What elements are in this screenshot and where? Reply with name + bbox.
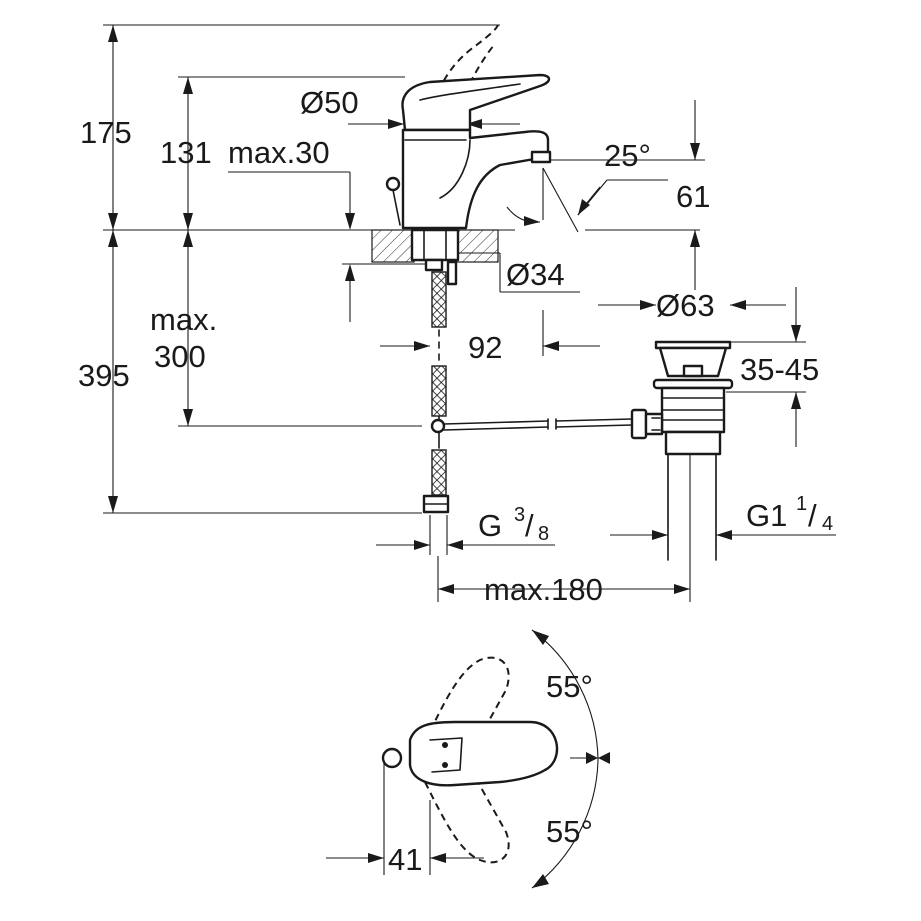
dimension-labels: 175 131 max.30 Ø50 25° 61 Ø34 92 max. 30… <box>78 85 833 877</box>
pop-up-knob <box>385 176 401 192</box>
label-131: 131 <box>160 135 212 170</box>
pop-up-rod <box>430 418 633 434</box>
label-175: 175 <box>80 115 132 150</box>
label-92: 92 <box>468 330 502 365</box>
label-61: 61 <box>676 179 710 214</box>
label-rotation-lower: 55° <box>546 814 593 849</box>
label-rotation-upper: 55° <box>546 669 593 704</box>
label-max-below-2: 300 <box>154 339 206 374</box>
aerator <box>530 150 552 164</box>
label-waste-slash: / <box>808 498 817 533</box>
label-lever-diameter: Ø50 <box>300 85 359 120</box>
lever-handle <box>401 73 551 132</box>
label-hole-diameter: Ø34 <box>506 257 565 292</box>
deck-section <box>371 228 499 286</box>
label-supply-slash: / <box>525 508 534 543</box>
faucet-top-view <box>326 629 610 889</box>
faucet-body <box>401 128 550 230</box>
label-395: 395 <box>78 358 130 393</box>
label-waste-thread-num: 1 <box>796 493 807 515</box>
label-max-30: max.30 <box>228 135 330 170</box>
label-spout-angle: 25° <box>604 138 651 173</box>
label-max-below-1: max. <box>150 302 217 337</box>
label-supply-thread-den: 8 <box>538 523 549 545</box>
dimension-lines <box>103 24 836 602</box>
label-41: 41 <box>388 842 422 877</box>
supply-hose <box>422 271 450 514</box>
label-supply-thread-num: 3 <box>514 504 525 526</box>
label-waste-thread-den: 4 <box>822 513 833 535</box>
waste-drain <box>630 340 734 561</box>
label-waste-thread: G1 <box>746 498 787 533</box>
faucet-side-view <box>385 24 552 230</box>
label-waste-diameter: Ø63 <box>656 288 715 323</box>
label-35-45: 35-45 <box>740 352 819 387</box>
label-supply-thread: G <box>478 508 502 543</box>
label-max-180: max.180 <box>484 572 603 607</box>
